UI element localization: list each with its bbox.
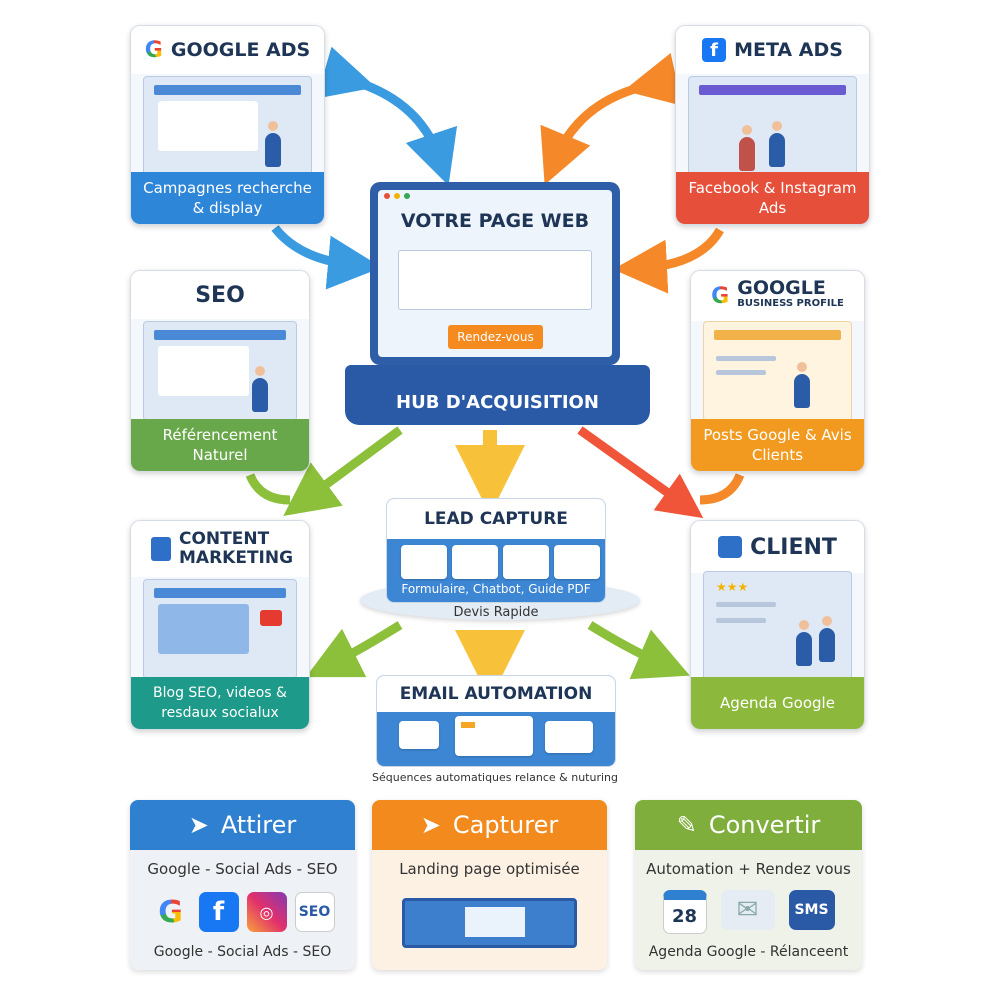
paper-plane-icon: ➤ — [420, 811, 441, 839]
facebook-icon: f — [198, 892, 239, 932]
edit-icon: ✎ — [676, 811, 697, 839]
guide-pdf-icon — [554, 545, 600, 579]
step-title: Attirer — [220, 811, 297, 839]
step-title: Capturer — [452, 811, 559, 839]
card-caption: Posts Google & Avis Clients — [691, 419, 864, 471]
step-convertir: ✎ Convertir Automation + Rendez vous 28 ✉… — [635, 800, 862, 970]
step-bottom-text: Google - Social Ads - SEO — [153, 944, 332, 960]
card-title: SEO — [195, 282, 245, 308]
client-card: CLIENT ★★★ Agenda Google — [690, 520, 865, 730]
step-attirer: ➤ Attirer Google - Social Ads - SEO G f ◎… — [130, 800, 355, 970]
lead-capture-card: LEAD CAPTURE Formulaire, Chatbot, Guide … — [386, 498, 606, 603]
screen-illustration — [703, 321, 852, 421]
seo-badge: SEO — [294, 892, 335, 932]
email-title: EMAIL AUTOMATION — [377, 676, 615, 712]
arrow — [540, 52, 683, 185]
arrow — [587, 621, 690, 680]
card-title: META ADS — [734, 39, 843, 61]
google-icon: G — [711, 283, 730, 309]
card-title: GOOGLE ADS — [170, 39, 311, 61]
document-icon — [151, 537, 171, 561]
card-caption: Campagnes recherche & display — [131, 172, 324, 224]
paper-plane-icon: ➤ — [188, 811, 209, 839]
arrow — [283, 426, 403, 517]
step-text: Automation + Rendez vous — [646, 860, 851, 878]
email-sub: Séquences automatiques relance & nuturin… — [372, 771, 618, 784]
arrow — [305, 621, 403, 678]
google-icon: G — [144, 37, 163, 63]
rendez-vous-button[interactable]: Rendez-vous — [448, 325, 543, 349]
google-icon: G — [151, 892, 191, 932]
stack-icon — [399, 721, 439, 749]
instagram-icon: ◎ — [246, 892, 287, 932]
arrow — [245, 473, 291, 505]
calendar-icon: 28 — [662, 890, 707, 934]
email-content-icon — [455, 716, 533, 756]
card-title: CLIENT — [750, 534, 837, 560]
google-ads-card: G GOOGLE ADS Campagnes recherche & displa… — [130, 25, 325, 225]
step-bottom-text: Agenda Google - Rélanceent — [648, 944, 849, 960]
card-title: GOOGLE — [737, 277, 826, 299]
lead-capture-title: LEAD CAPTURE — [387, 499, 605, 539]
hub-label: HUB D'ACQUISITION — [345, 365, 650, 425]
arrow — [577, 426, 704, 519]
seo-card: SEO Référencement Naturel — [130, 270, 310, 472]
sms-icon: SMS — [788, 890, 835, 930]
arrow — [316, 46, 458, 186]
screen-illustration: ★★★ — [703, 571, 852, 681]
step-text: Landing page optimisée — [399, 860, 580, 878]
step-capturer: ➤ Capturer Landing page optimisée — [372, 800, 607, 970]
hub-screen-title: VOTRE PAGE WEB — [400, 210, 590, 232]
chatbot-icon — [452, 545, 498, 579]
screen-illustration — [143, 321, 297, 421]
arrow — [271, 225, 382, 290]
envelope-icon: ✉ — [720, 890, 775, 930]
step-text: Google - Social Ads - SEO — [147, 860, 338, 878]
screen-illustration — [143, 579, 297, 679]
card-caption: Facebook & Instagram Ads — [676, 172, 869, 224]
card-caption: Référencement Naturel — [131, 419, 309, 471]
card-caption: Blog SEO, videos & resdaux socialux — [131, 677, 309, 729]
cloud-icon — [503, 545, 549, 579]
card-subtitle: BUSINESS PROFILE — [737, 298, 844, 309]
laptop-hub: VOTRE PAGE WEB Rendez-vous — [370, 182, 620, 365]
screen-illustration — [143, 76, 312, 176]
arrow — [699, 473, 745, 505]
landing-page-icon — [402, 898, 577, 948]
envelope-icon — [545, 721, 593, 753]
card-title: CONTENT MARKETING — [179, 529, 294, 568]
card-caption: Agenda Google — [691, 677, 864, 729]
client-icon — [718, 536, 743, 558]
facebook-icon: f — [702, 38, 727, 62]
step-title: Convertir — [708, 811, 821, 839]
video-icon — [260, 610, 282, 626]
email-automation-card: EMAIL AUTOMATION — [376, 675, 616, 767]
meta-ads-card: f META ADS Facebook & Instagram Ads — [675, 25, 870, 225]
content-marketing-card: CONTENT MARKETING Blog SEO, videos & res… — [130, 520, 310, 730]
form-icon — [401, 545, 447, 579]
arrow — [613, 227, 724, 294]
screen-illustration — [688, 76, 857, 176]
lead-capture-caption: Formulaire, Chatbot, Guide PDF — [401, 582, 591, 596]
devis-rapide: Devis Rapide — [453, 605, 539, 620]
